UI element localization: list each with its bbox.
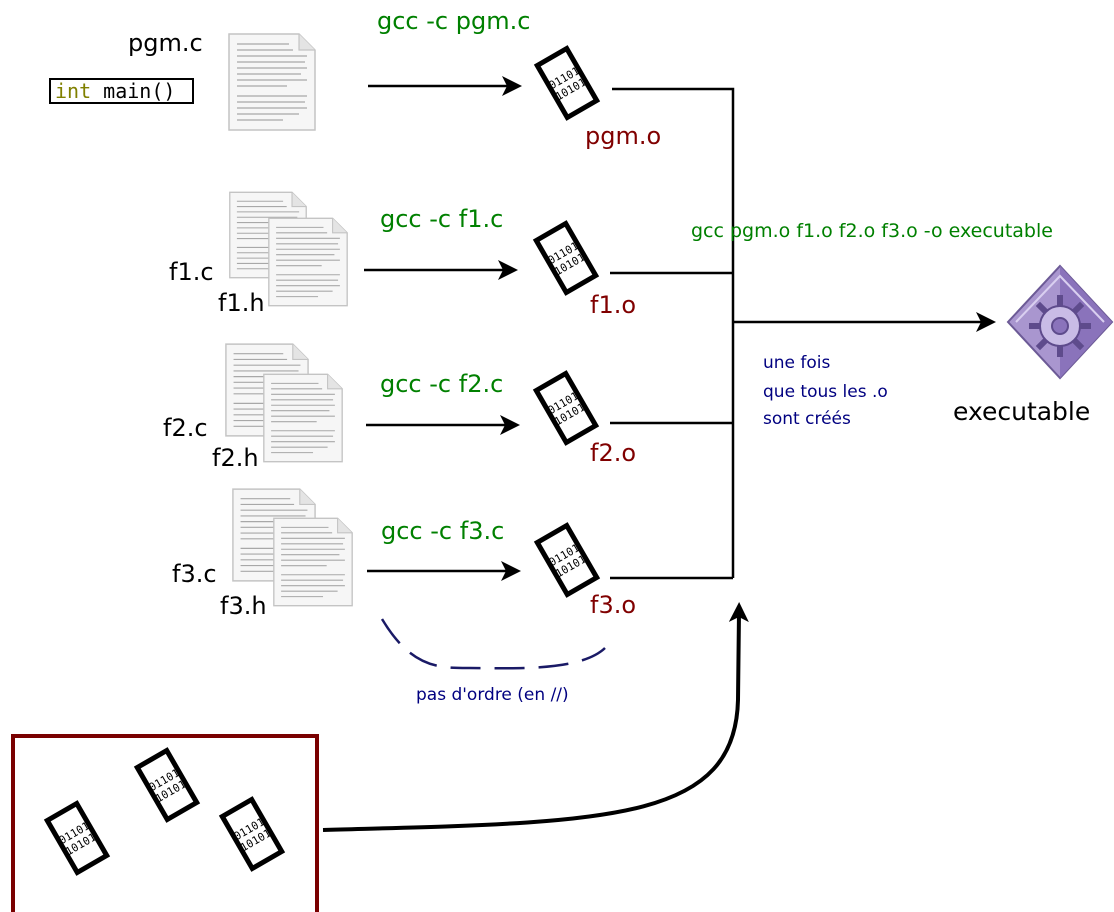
- compile-command-f1: gcc -c f1.c: [380, 205, 503, 233]
- pgm-c-document-icon: [228, 33, 316, 131]
- compile-command-f3: gcc -c f3.c: [381, 517, 504, 545]
- f1-h-label: f1.h: [218, 289, 265, 317]
- f3-h-label: f3.h: [220, 592, 267, 620]
- f2-o-label: f2.o: [590, 439, 636, 467]
- f1-h-document-icon: [268, 217, 348, 307]
- link-note-line3: sont créés: [763, 409, 851, 429]
- f2-h-document-icon: [263, 373, 343, 463]
- f3-o-object-icon: 01101 10101: [533, 522, 601, 598]
- link-command: gcc pgm.o f1.o f2.o f3.o -o executable: [691, 220, 1053, 242]
- parallel-note: pas d'ordre (en //): [416, 685, 569, 705]
- link-note-line1: une fois: [763, 353, 831, 373]
- f3-c-label: f3.c: [172, 560, 217, 588]
- compile-command-pgm: gcc -c pgm.c: [377, 7, 530, 35]
- library-link-arrow: [322, 602, 749, 832]
- f3-h-document-icon: [273, 517, 353, 607]
- precompiled-objects-box: [11, 734, 319, 912]
- f2-o-object-icon: 01101 10101: [532, 370, 600, 446]
- f2-c-label: f2.c: [163, 414, 208, 442]
- f2-h-label: f2.h: [212, 444, 259, 472]
- f1-o-object-icon: 01101 10101: [532, 220, 600, 296]
- f3-o-label: f3.o: [590, 591, 636, 619]
- executable-label: executable: [953, 397, 1090, 426]
- f1-o-label: f1.o: [590, 291, 636, 319]
- pgm-o-label: pgm.o: [585, 122, 661, 150]
- main-signature: int main(): [55, 79, 175, 103]
- box-object-icon-1: 01101 10101: [43, 800, 111, 876]
- parallel-dashed-arc: [380, 618, 606, 670]
- link-note-line2: que tous les .o: [763, 382, 888, 402]
- executable-gear-icon: [1006, 264, 1114, 380]
- f1-c-label: f1.c: [169, 258, 214, 286]
- pgm-c-label: pgm.c: [128, 29, 203, 57]
- link-bus-pgm: [612, 87, 735, 578]
- box-object-icon-3: 01101 10101: [218, 796, 286, 872]
- box-object-icon-2: 01101 10101: [133, 747, 201, 823]
- compile-command-f2: gcc -c f2.c: [380, 370, 503, 398]
- pgm-o-object-icon: 01101 10101: [533, 45, 601, 121]
- main-signature-box: [49, 78, 194, 104]
